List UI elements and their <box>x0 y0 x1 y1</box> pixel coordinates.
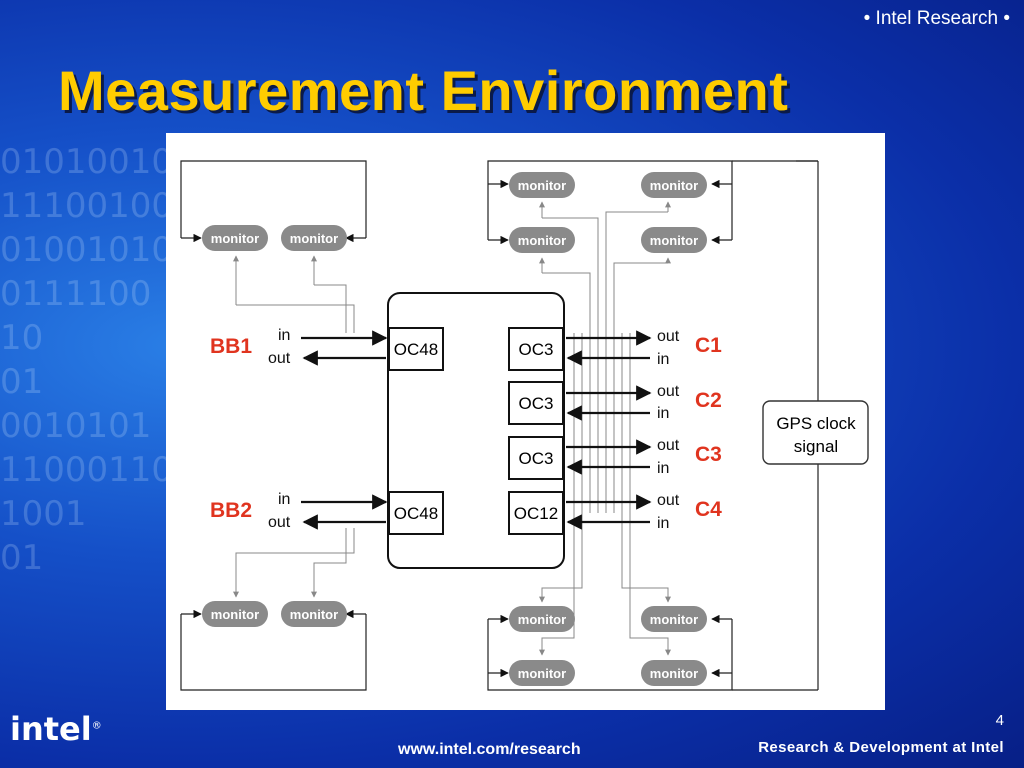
monitor-label: monitor <box>211 231 259 246</box>
c1-out-label: out <box>657 328 680 345</box>
intel-logo-text: intel <box>10 710 92 748</box>
port-oc48-top-label: OC48 <box>394 340 438 359</box>
monitor-label: monitor <box>518 612 566 627</box>
monitor-label: monitor <box>650 233 698 248</box>
c1-link-label: C1 <box>695 334 722 357</box>
c4-out-label: out <box>657 492 680 509</box>
monitor-label: monitor <box>650 612 698 627</box>
intel-logo: intel® <box>10 710 102 748</box>
port-oc3-c2: OC3 <box>508 381 564 425</box>
port-oc3-c1-label: OC3 <box>519 340 554 359</box>
bb2-in-label: in <box>278 491 290 508</box>
footer-url[interactable]: www.intel.com/research <box>398 741 581 758</box>
c4-link-label: C4 <box>695 498 722 521</box>
port-oc3-c2-label: OC3 <box>519 394 554 413</box>
c4-in-label: in <box>657 515 669 532</box>
c3-link-label: C3 <box>695 443 722 466</box>
port-oc3-c3-label: OC3 <box>519 449 554 468</box>
c1-in-label: in <box>657 351 669 368</box>
bb1-out-label: out <box>268 350 291 367</box>
bb1-link-label: BB1 <box>210 335 252 358</box>
monitor-top-right-2: monitor <box>641 227 707 253</box>
port-oc48-top: OC48 <box>388 327 444 371</box>
port-oc48-bottom: OC48 <box>388 491 444 535</box>
monitor-top-left-1: monitor <box>509 172 575 198</box>
monitor-bottom-left-1: monitor <box>509 606 575 632</box>
gps-line1: GPS clock <box>776 414 856 433</box>
port-oc3-c1: OC3 <box>508 327 564 371</box>
monitor-label: monitor <box>650 666 698 681</box>
diagram-svg: OC48 OC48 OC3 OC3 OC3 OC12 in out <box>180 160 869 691</box>
monitor-bottom-right-2: monitor <box>641 660 707 686</box>
gps-clock-box: GPS clock signal <box>762 400 869 465</box>
monitor-label: monitor <box>290 231 338 246</box>
monitor-bb1-left: monitor <box>202 225 268 251</box>
monitor-feed-arrows <box>181 179 732 678</box>
intel-logo-mark: ® <box>91 720 102 732</box>
port-oc12-c4: OC12 <box>508 491 564 535</box>
monitor-top-left-2: monitor <box>509 227 575 253</box>
intel-research-tag: • Intel Research • <box>863 8 1010 29</box>
monitor-bb1-right: monitor <box>281 225 347 251</box>
bb2-out-label: out <box>268 514 291 531</box>
monitor-label: monitor <box>518 233 566 248</box>
monitor-label: monitor <box>211 607 259 622</box>
monitor-label: monitor <box>518 666 566 681</box>
port-oc3-c3: OC3 <box>508 436 564 480</box>
measurement-diagram: OC48 OC48 OC3 OC3 OC3 OC12 in out <box>166 133 885 710</box>
c3-out-label: out <box>657 437 680 454</box>
port-oc12-c4-label: OC12 <box>514 504 558 523</box>
bb1-in-label: in <box>278 327 290 344</box>
monitor-bottom-left-2: monitor <box>509 660 575 686</box>
c3-in-label: in <box>657 460 669 477</box>
c2-link-label: C2 <box>695 389 722 412</box>
monitor-bb2-right: monitor <box>281 601 347 627</box>
monitor-bb2-left: monitor <box>202 601 268 627</box>
link-arrows <box>301 330 652 530</box>
bb2-link-label: BB2 <box>210 499 252 522</box>
monitor-label: monitor <box>650 178 698 193</box>
c2-in-label: in <box>657 405 669 422</box>
gps-line2: signal <box>794 437 838 456</box>
monitor-top-right-1: monitor <box>641 172 707 198</box>
page-number: 4 <box>995 712 1004 729</box>
monitor-label: monitor <box>518 178 566 193</box>
monitor-label: monitor <box>290 607 338 622</box>
slide-title: Measurement Environment <box>58 59 789 122</box>
monitor-bottom-right-1: monitor <box>641 606 707 632</box>
tap-lines <box>233 201 671 656</box>
footer-tagline: Research & Development at Intel <box>758 739 1004 756</box>
port-oc48-bottom-label: OC48 <box>394 504 438 523</box>
c2-out-label: out <box>657 383 680 400</box>
